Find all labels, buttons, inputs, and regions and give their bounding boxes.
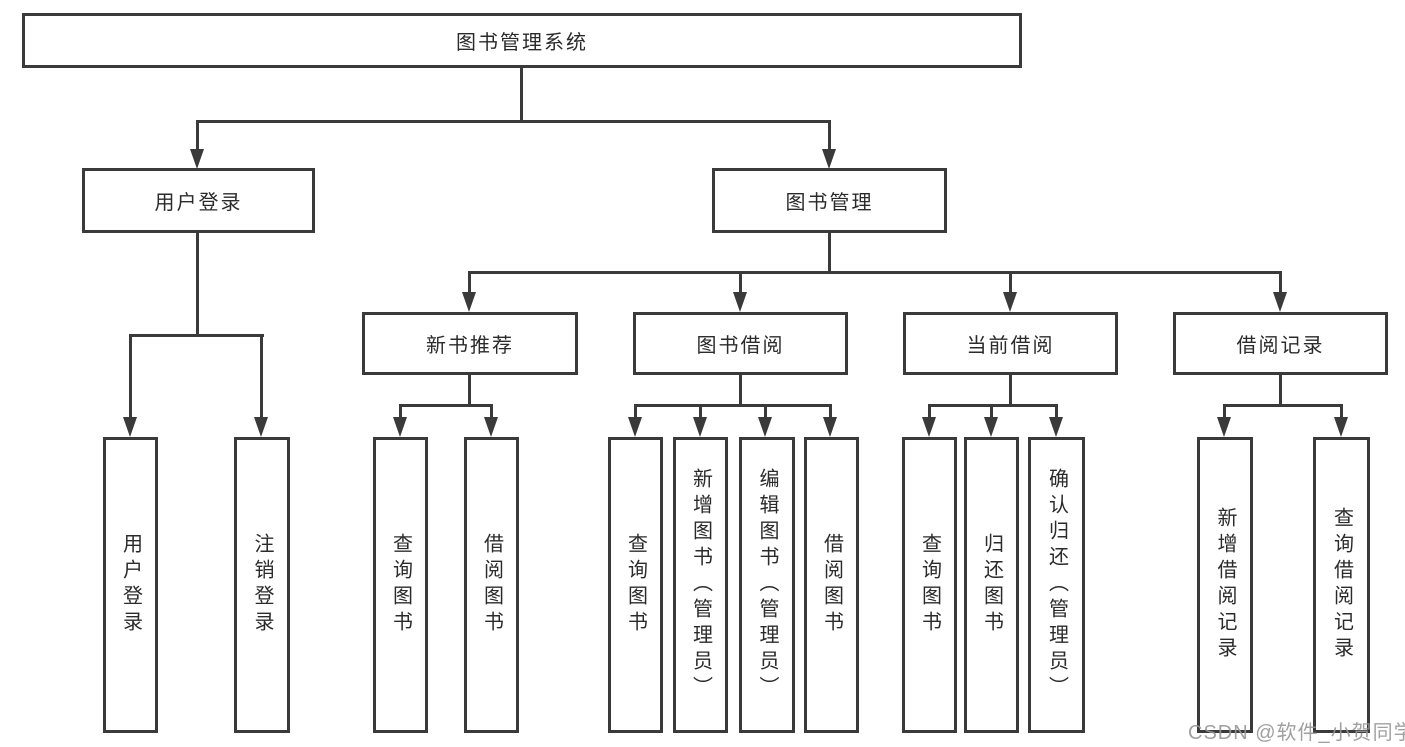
arrowhead-leaf bbox=[758, 417, 772, 437]
leaf-query-books-2-label: 查询图书 bbox=[624, 533, 647, 637]
arrowhead-leaf bbox=[628, 417, 642, 437]
node-book-management-label: 图书管理 bbox=[785, 192, 874, 214]
connector-new-books-split bbox=[399, 404, 493, 407]
connector-leaf-line bbox=[699, 404, 702, 420]
node-new-book-recommend-label: 新书推荐 bbox=[426, 335, 514, 357]
node-library-system-label: 图书管理系统 bbox=[456, 32, 588, 54]
csdn-watermark: CSDN @软件_小贺同学 bbox=[1188, 722, 1405, 744]
leaf-return-books-label: 归还图书 bbox=[980, 533, 1003, 637]
connector-leaf-line bbox=[1340, 404, 1343, 420]
arrowhead-leaf bbox=[1049, 417, 1063, 437]
arrowhead-leaf bbox=[922, 417, 936, 437]
node-user-login-label: 用户登录 bbox=[154, 192, 243, 214]
connector-leaf-line bbox=[990, 404, 993, 420]
node-borrowing-records-label: 借阅记录 bbox=[1236, 335, 1325, 357]
connector-leaf-line bbox=[764, 404, 767, 420]
leaf-logout: 注销登录 bbox=[234, 437, 290, 733]
leaf-query-books-1-label: 查询图书 bbox=[389, 533, 412, 637]
leaf-borrow-books-2-label: 借阅图书 bbox=[820, 533, 843, 637]
connector-leaf-line bbox=[1055, 404, 1058, 420]
connector-to-user-login bbox=[196, 120, 199, 151]
node-book-management: 图书管理 bbox=[712, 168, 947, 233]
leaf-query-borrow-record: 查询借阅记录 bbox=[1313, 437, 1370, 733]
connector-book-mgmt-split bbox=[468, 271, 1282, 274]
arrowhead-leaf-login bbox=[123, 417, 137, 437]
leaf-query-borrow-record-label: 查询借阅记录 bbox=[1330, 507, 1353, 663]
connector-user-login-split bbox=[129, 334, 264, 337]
arrowhead-leaf bbox=[693, 417, 707, 437]
connector-book-borrow-stem bbox=[739, 375, 742, 407]
leaf-logout-label: 注销登录 bbox=[251, 533, 273, 637]
connector-book-borrow-split bbox=[634, 404, 832, 407]
leaf-add-borrow-record: 新增借阅记录 bbox=[1197, 437, 1253, 733]
arrowhead-current-borrow bbox=[1003, 292, 1017, 312]
connector-leaf-line bbox=[399, 404, 402, 420]
connector-to-new-books bbox=[468, 271, 471, 294]
arrowhead-book-borrow bbox=[733, 292, 747, 312]
connector-to-leaf-logout bbox=[260, 334, 263, 419]
arrowhead-leaf bbox=[484, 417, 498, 437]
arrowhead-leaf bbox=[984, 417, 998, 437]
leaf-query-books-2: 查询图书 bbox=[608, 437, 663, 733]
connector-to-leaf-login bbox=[129, 334, 132, 419]
leaf-query-books-3: 查询图书 bbox=[902, 437, 957, 733]
arrowhead-leaf bbox=[393, 417, 407, 437]
leaf-user-login-label: 用户登录 bbox=[119, 533, 142, 637]
leaf-confirm-return-admin-label: 确认归还（管理员） bbox=[1045, 468, 1068, 702]
connector-to-borrow-records bbox=[1279, 271, 1282, 294]
leaf-add-books-admin-label: 新增图书（管理员） bbox=[689, 468, 712, 702]
connector-leaf-line bbox=[928, 404, 931, 420]
connector-borrow-records-split bbox=[1223, 404, 1342, 407]
node-current-borrowing: 当前借阅 bbox=[903, 312, 1118, 375]
leaf-return-books: 归还图书 bbox=[964, 437, 1019, 733]
connector-borrow-records-stem bbox=[1279, 375, 1282, 407]
connector-leaf-line bbox=[634, 404, 637, 420]
arrowhead-leaf-logout bbox=[254, 417, 268, 437]
connector-leaf-line bbox=[829, 404, 832, 420]
arrowhead-book-mgmt bbox=[822, 149, 836, 169]
connector-to-book-mgmt bbox=[828, 120, 831, 151]
connector-current-borrow-split bbox=[928, 404, 1058, 407]
node-current-borrowing-label: 当前借阅 bbox=[966, 335, 1055, 357]
leaf-query-books-3-label: 查询图书 bbox=[918, 533, 941, 637]
leaf-borrow-books-1-label: 借阅图书 bbox=[480, 533, 503, 637]
connector-root-stem bbox=[520, 68, 523, 120]
leaf-user-login: 用户登录 bbox=[103, 437, 158, 733]
leaf-edit-books-admin-label: 编辑图书（管理员） bbox=[756, 468, 778, 702]
leaf-borrow-books-2: 借阅图书 bbox=[804, 437, 859, 733]
connector-to-current-borrow bbox=[1009, 271, 1012, 294]
arrowhead-borrow-records bbox=[1273, 292, 1287, 312]
connector-book-mgmt-stem bbox=[828, 233, 831, 274]
connector-current-borrow-stem bbox=[1009, 375, 1012, 407]
connector-to-book-borrow bbox=[739, 271, 742, 294]
node-book-borrowing: 图书借阅 bbox=[633, 312, 848, 375]
node-new-book-recommend: 新书推荐 bbox=[362, 312, 578, 375]
node-borrowing-records: 借阅记录 bbox=[1173, 312, 1388, 375]
leaf-add-borrow-record-label: 新增借阅记录 bbox=[1214, 507, 1236, 663]
leaf-borrow-books-1: 借阅图书 bbox=[464, 437, 519, 733]
connector-user-login-stem bbox=[196, 233, 199, 337]
arrowhead-user-login bbox=[190, 149, 204, 169]
leaf-confirm-return-admin: 确认归还（管理员） bbox=[1028, 437, 1085, 733]
arrowhead-leaf bbox=[1217, 417, 1231, 437]
connector-leaf-line bbox=[490, 404, 493, 420]
node-user-login: 用户登录 bbox=[82, 168, 315, 233]
arrowhead-leaf bbox=[823, 417, 837, 437]
node-book-borrowing-label: 图书借阅 bbox=[696, 335, 785, 357]
arrowhead-new-books bbox=[462, 292, 476, 312]
arrowhead-leaf bbox=[1334, 417, 1348, 437]
connector-root-split bbox=[196, 120, 831, 123]
connector-leaf-line bbox=[1223, 404, 1226, 420]
connector-new-books-stem bbox=[468, 375, 471, 407]
leaf-query-books-1: 查询图书 bbox=[373, 437, 428, 733]
leaf-add-books-admin: 新增图书（管理员） bbox=[673, 437, 728, 733]
node-library-system: 图书管理系统 bbox=[22, 13, 1022, 68]
leaf-edit-books-admin: 编辑图书（管理员） bbox=[739, 437, 795, 733]
